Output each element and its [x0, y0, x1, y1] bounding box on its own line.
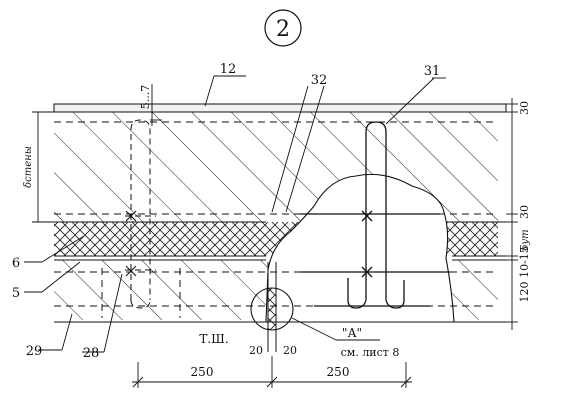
dim-right-1: 30 — [518, 101, 531, 115]
finish-layer-12 — [53, 103, 507, 113]
dim-right-3: 10-15 — [518, 246, 531, 278]
right-anchor-loop — [347, 121, 405, 309]
joint-dim-right: 20 — [283, 344, 297, 357]
joint-detail — [250, 262, 294, 352]
right-dimension-chain — [506, 98, 518, 330]
tag-28: 28 — [83, 346, 100, 361]
wall-thickness-dimension — [32, 111, 56, 223]
detail-number-marker: 2 — [264, 9, 302, 47]
ref-mark: "А" — [342, 326, 362, 340]
leader-lines — [24, 75, 446, 353]
detail-a-circle — [250, 287, 294, 331]
joint-dim-left: 20 — [249, 344, 263, 357]
joint-label: Т.Ш. — [199, 332, 228, 346]
ref-sheet: см. лист 8 — [341, 346, 400, 359]
tag-12: 12 — [220, 62, 237, 77]
left-anchor-cross-marks — [125, 210, 137, 277]
tag-32: 32 — [311, 73, 328, 88]
tag-29: 29 — [26, 344, 43, 359]
dim-top-gap: 5...7 — [139, 85, 152, 110]
bottom-dimension-chain — [132, 356, 412, 388]
exposed-reinforcement-bars — [300, 213, 450, 307]
dim-bottom-right: 250 — [327, 365, 350, 379]
dim-insulation: δут — [520, 229, 531, 250]
top-gap-dimension — [150, 84, 162, 126]
tag-5: 5 — [12, 286, 20, 301]
layer-boundaries — [54, 111, 506, 323]
dim-wall-thickness: δстены — [23, 146, 34, 188]
dim-bottom-left: 250 — [191, 365, 214, 379]
break-out-region — [265, 173, 455, 323]
detail-number: 2 — [276, 17, 290, 42]
dim-right-2: 30 — [518, 205, 531, 219]
tag-31: 31 — [424, 64, 441, 79]
tag-6: 6 — [12, 256, 20, 271]
dim-right-4: 120 — [518, 282, 531, 303]
